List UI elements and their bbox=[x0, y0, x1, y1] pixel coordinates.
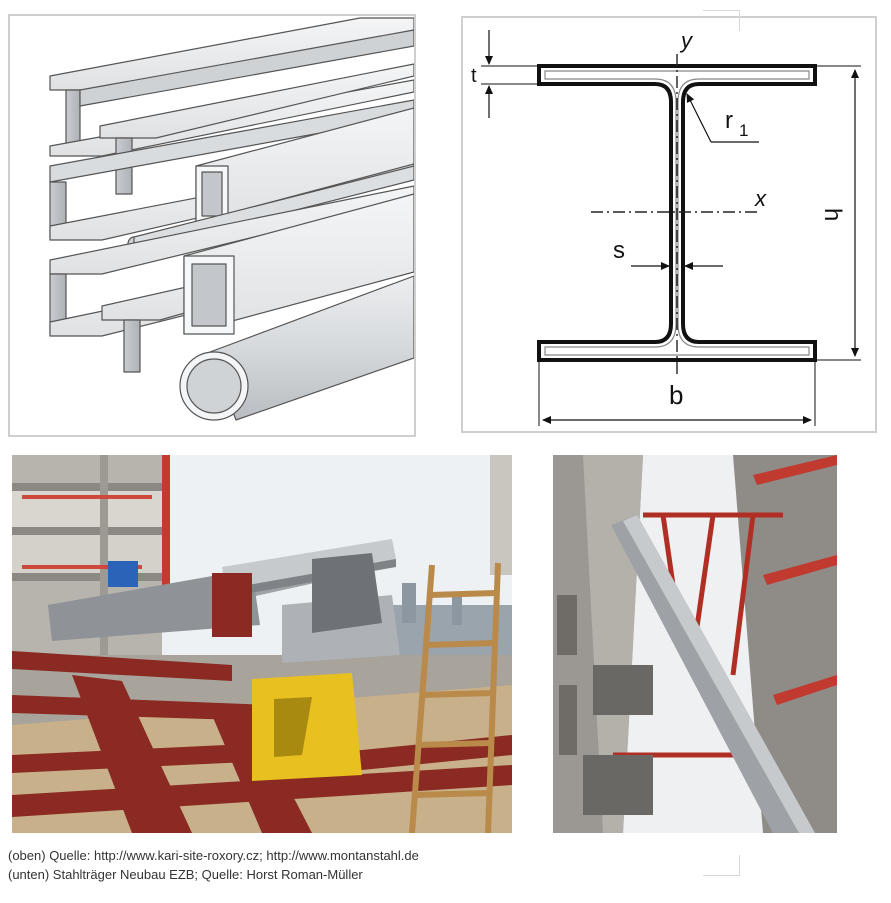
label-b: b bbox=[669, 380, 683, 410]
yellow-support bbox=[252, 673, 362, 781]
steel-profiles-illustration bbox=[8, 14, 416, 437]
caption-top-source: (oben) Quelle: http://www.kari-site-roxo… bbox=[8, 848, 419, 863]
label-r-subscript: 1 bbox=[739, 121, 748, 140]
i-beam-cross-section-diagram: y x t r 1 h s b bbox=[461, 16, 877, 433]
i-beam-second bbox=[99, 63, 414, 139]
frame-corner-bottom bbox=[703, 855, 740, 876]
tower-girder-photo bbox=[553, 455, 837, 833]
red-steel-grid bbox=[12, 651, 512, 833]
crane-mast bbox=[162, 455, 170, 585]
label-r: r bbox=[725, 107, 733, 134]
cross-section-drawing: y x t r 1 h s b bbox=[471, 28, 861, 426]
construction-girder-photo bbox=[12, 455, 512, 833]
label-h: h bbox=[819, 208, 846, 221]
label-t: t bbox=[471, 65, 477, 87]
label-y: y bbox=[679, 28, 694, 53]
wooden-ladder bbox=[409, 562, 501, 833]
label-x: x bbox=[754, 186, 767, 211]
red-end-plate bbox=[212, 573, 252, 637]
caption-bottom-source: (unten) Stahlträger Neubau EZB; Quelle: … bbox=[8, 867, 363, 882]
steel-profiles-drawing bbox=[49, 17, 414, 421]
frame-corner-top bbox=[703, 10, 740, 31]
i-beam-top-flange bbox=[49, 17, 414, 91]
tower-scene bbox=[553, 455, 837, 833]
girder-scene bbox=[12, 455, 512, 833]
label-s: s bbox=[613, 237, 625, 264]
